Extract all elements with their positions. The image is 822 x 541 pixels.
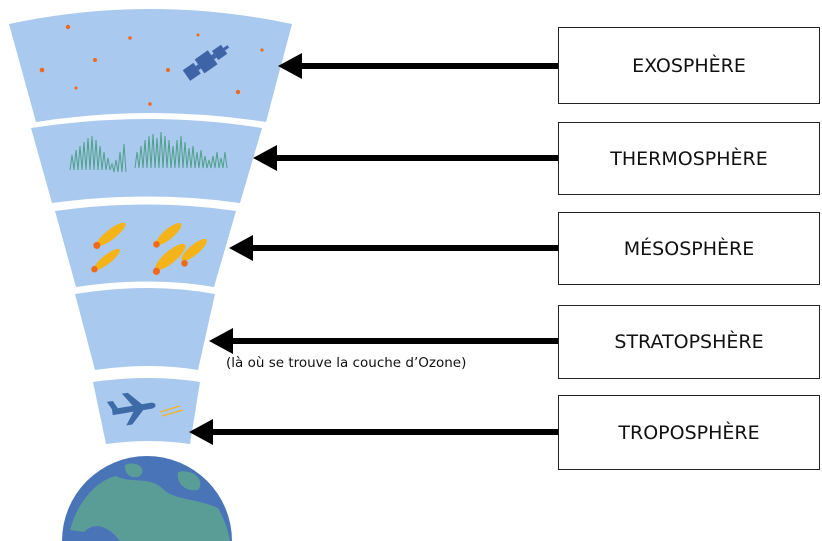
star-dots (39, 24, 264, 106)
arrow-troposphere (189, 419, 558, 445)
label-thermosphere: THERMOSPHÈRE (558, 122, 820, 195)
layer-troposphere (93, 378, 200, 444)
label-stratosphere: STRATOPSHÈRE (558, 305, 820, 379)
label-mesosphere: MÉSOSPHÈRE (558, 212, 820, 285)
meteor-icon (91, 222, 207, 275)
arrows (189, 53, 558, 445)
label-exosphere: EXOSPHÈRE (558, 27, 820, 104)
arrow-thermosphere (253, 145, 558, 171)
arrow-stratosphere (209, 328, 558, 354)
arrow-mesosphere (229, 235, 558, 261)
arrow-exosphere (278, 53, 558, 79)
airplane-icon (106, 392, 156, 426)
contrail (159, 405, 184, 417)
satellite-icon (182, 44, 230, 81)
layer-stratosphere (75, 288, 215, 370)
layer-exosphere (9, 9, 292, 122)
label-troposphere: TROPOSPHÈRE (558, 395, 820, 470)
aurora-icon (69, 131, 228, 173)
layer-mesosphere (55, 204, 236, 287)
earth (62, 456, 232, 541)
ozone-note: (là où se trouve la couche d’Ozone) (226, 355, 467, 371)
